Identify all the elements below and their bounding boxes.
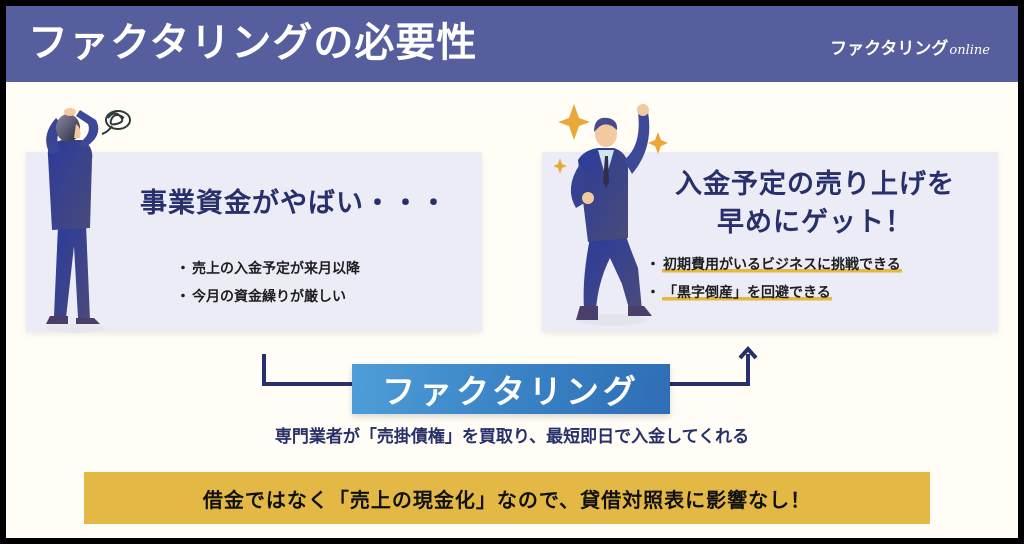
sparkle-icon: [558, 104, 590, 140]
problem-bullet: ・ 今月の資金繰りが厳しい: [176, 288, 360, 306]
bullet-marker: ・: [176, 289, 190, 305]
infographic-frame: ファクタリングの必要性 ファクタリングonline 事業資金がやばい・・・ ・ …: [6, 6, 1018, 538]
process-caption: 専門業者が「売掛債権」を買取り、最短即日で入金してくれる: [274, 427, 750, 447]
solution-bullet-list: ・ 初期費用がいるビジネスに挑戦できる ・ 「黒字倒産」を回避できる: [646, 256, 902, 312]
brand-name: ファクタリング: [830, 39, 949, 59]
solution-bullet: ・ 「黒字倒産」を回避できる: [646, 284, 902, 302]
factoring-label: ファクタリング: [382, 372, 640, 411]
brand-suffix: online: [949, 43, 990, 58]
connector-right-vertical: [746, 354, 750, 386]
solution-heading-line1: 入金予定の売り上げを: [675, 169, 955, 200]
bullet-text: 初期費用がいるビジネスに挑戦できる: [662, 256, 902, 274]
bullet-marker: ・: [646, 257, 660, 273]
worried-businessman-icon: [46, 108, 131, 333]
problem-heading: 事業資金がやばい・・・: [140, 188, 448, 219]
factoring-banner: ファクタリング: [352, 364, 670, 414]
header-bar: ファクタリングの必要性 ファクタリングonline: [6, 6, 1018, 82]
bullet-text: 今月の資金繰りが厳しい: [192, 289, 346, 305]
problem-bullet-list: ・ 売上の入金予定が来月以降 ・ 今月の資金繰りが厳しい: [176, 260, 360, 316]
sparkle-icon: [648, 132, 668, 154]
sparkle-icon: [554, 158, 567, 174]
summary-band: 借金ではなく「売上の現金化」なので、貸借対照表に影響なし！: [84, 472, 930, 524]
page-title: ファクタリングの必要性: [28, 20, 478, 66]
connector-left-vertical: [262, 354, 266, 386]
connector-right-horizontal: [668, 382, 750, 386]
brand-logo: ファクタリングonline: [830, 38, 990, 62]
solution-heading: 入金予定の売り上げを 早めにゲット！: [632, 166, 998, 242]
bullet-text: 「黒字倒産」を回避できる: [662, 284, 832, 302]
celebrating-businessman-icon: [554, 104, 668, 326]
problem-card: 事業資金がやばい・・・ ・ 売上の入金予定が来月以降 ・ 今月の資金繰りが厳しい: [26, 152, 482, 332]
arrow-up-icon: [738, 346, 758, 360]
bullet-marker: ・: [646, 285, 660, 301]
bullet-marker: ・: [176, 261, 190, 277]
solution-heading-line2: 早めにゲット！: [717, 207, 913, 238]
bullet-text: 売上の入金予定が来月以降: [192, 261, 360, 277]
connector-left-horizontal: [262, 382, 354, 386]
problem-bullet: ・ 売上の入金予定が来月以降: [176, 260, 360, 278]
solution-bullet: ・ 初期費用がいるビジネスに挑戦できる: [646, 256, 902, 274]
summary-text: 借金ではなく「売上の現金化」なので、貸借対照表に影響なし！: [202, 487, 812, 512]
tangled-thought-icon: [101, 110, 131, 135]
